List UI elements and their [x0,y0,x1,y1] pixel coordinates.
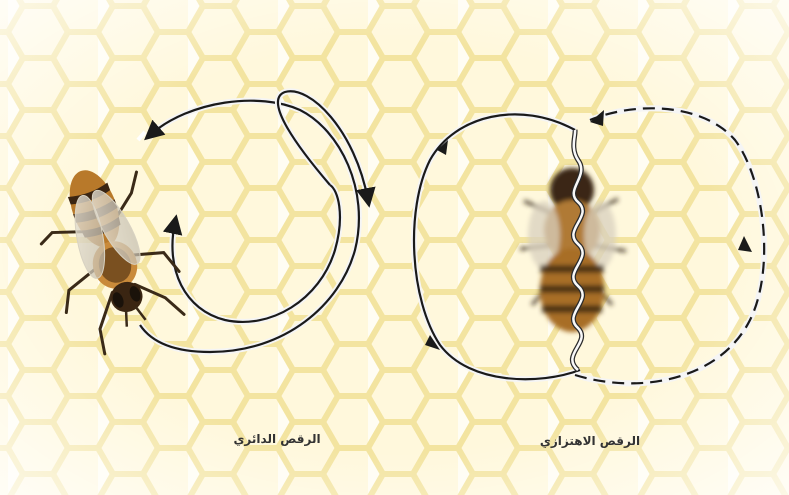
round-dance-caption: الرقص الدائري [222,432,332,446]
waggle-dance-caption: الرقص الاهتزازي [530,434,650,448]
